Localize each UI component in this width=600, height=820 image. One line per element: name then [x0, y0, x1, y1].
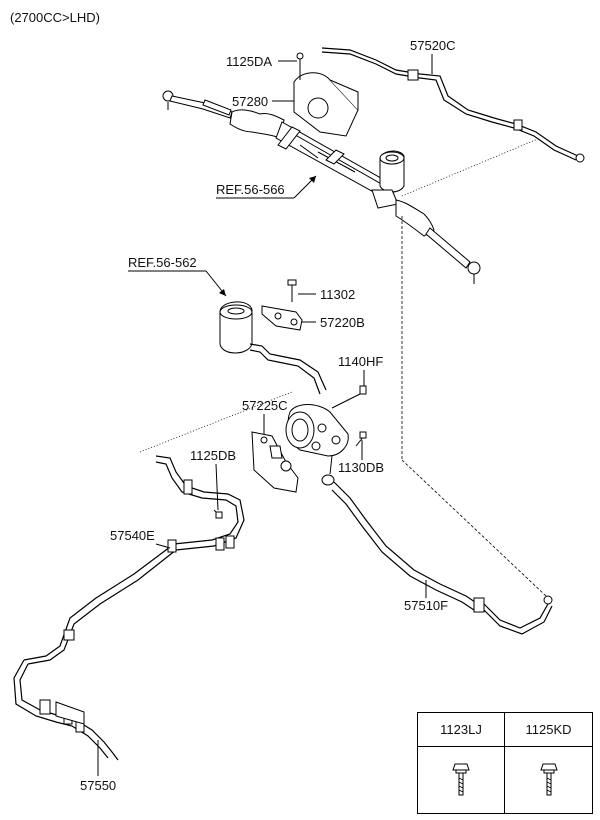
mounting-bracket-57280	[293, 52, 359, 137]
label-1125da: 1125DA	[226, 54, 272, 69]
bracket-57220b	[261, 279, 303, 331]
bolt-icon	[539, 763, 558, 796]
pump-bracket-57225c	[251, 431, 299, 493]
oil-cooler-57550	[13, 659, 119, 761]
steering-gear-assembly	[162, 90, 481, 284]
label-57540e: 57540E	[110, 528, 155, 543]
legend-header-1125kd: 1125KD	[505, 713, 592, 747]
return-line-57520c	[321, 47, 585, 163]
legend-bolt-1125kd	[505, 747, 592, 813]
power-steering-pump	[285, 385, 367, 486]
label-57550: 57550	[80, 778, 116, 793]
pressure-hose-57510f	[331, 481, 553, 635]
bolt-icon	[452, 763, 470, 796]
label-1140hf: 1140HF	[338, 354, 383, 369]
label-11302: 11302	[320, 287, 355, 302]
label-57510f: 57510F	[404, 598, 448, 613]
connector-line	[139, 391, 293, 453]
label-57520c: 57520C	[410, 38, 456, 53]
reservoir-assembly	[219, 301, 327, 395]
label-1125db: 1125DB	[190, 448, 236, 463]
variant-header: (2700CC>LHD)	[10, 10, 100, 25]
legend-header-1123lj: 1123LJ	[418, 713, 505, 747]
label-57220b: 57220B	[320, 315, 365, 330]
connector-line	[401, 459, 547, 597]
cooler-lines-57540e	[23, 455, 245, 665]
label-57280: 57280	[232, 94, 268, 109]
label-1130db: 1130DB	[338, 460, 384, 475]
fastener-legend: 1123LJ 1125KD	[417, 712, 593, 814]
label-ref-56-562: REF.56-562	[128, 255, 197, 270]
connector-line	[401, 137, 541, 197]
callouts: 1125DA 57520C 57280 REF.56-566 REF.56-56…	[80, 38, 456, 793]
legend-bolt-1123lj	[418, 747, 505, 813]
label-57225c: 57225C	[242, 398, 288, 413]
label-ref-56-566: REF.56-566	[216, 182, 285, 197]
